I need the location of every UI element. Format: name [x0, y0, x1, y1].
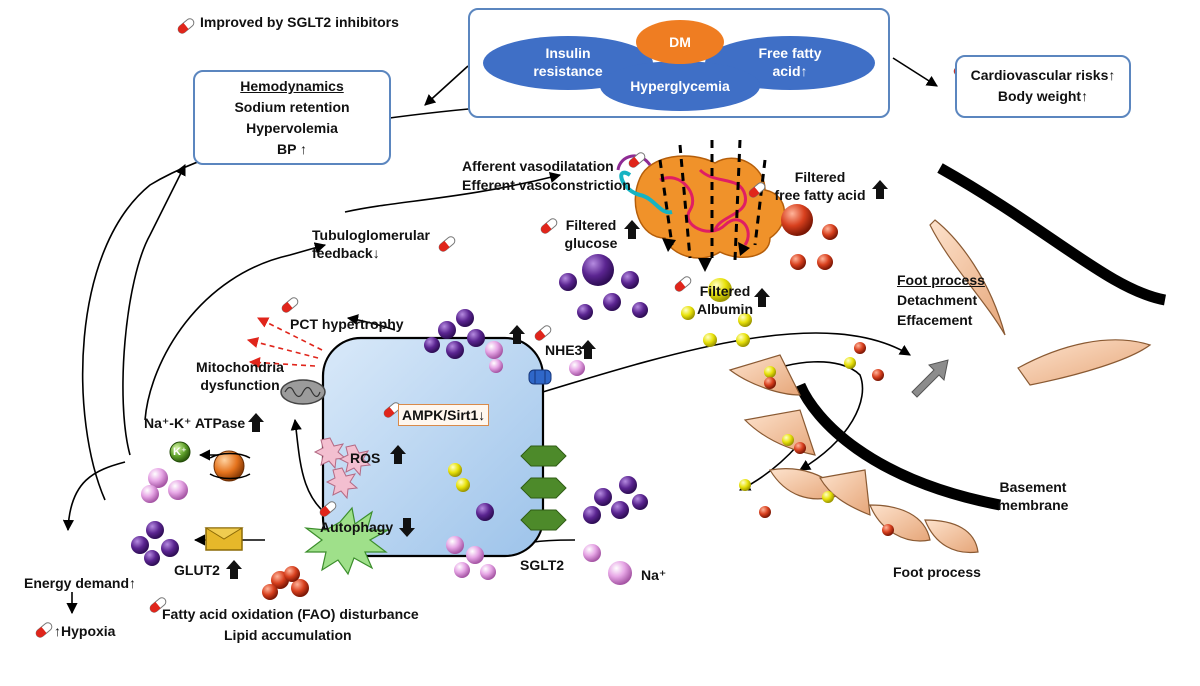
basement-membrane-label: Basement membrane — [997, 479, 1069, 513]
lipid-accumulation-label: Lipid accumulation — [224, 627, 352, 643]
grey-detachment-arrow — [911, 359, 949, 398]
pct-hypertrophy-label: PCT hypertrophy — [290, 316, 404, 332]
glut2-label: GLUT2 — [174, 562, 220, 578]
k-plus-label: K⁺ — [173, 446, 187, 458]
hyperglycemia-label: Hyperglycemia — [630, 78, 730, 94]
free-fatty-acid-label: Free fatty acid↑ — [758, 45, 822, 79]
nhe3-label: NHE3 — [545, 342, 583, 358]
hypervolemia-label: Hypervolemia — [246, 120, 338, 136]
body-weight-label: Body weight↑ — [997, 88, 1089, 104]
energy-demand-label: Energy demand↑ — [24, 575, 137, 591]
hemodynamics-box: Hemodynamics Sodium retention Hypervolem… — [193, 70, 391, 165]
foot-process-bottom-label: Foot process — [893, 564, 981, 580]
foot-process-top-label: Foot process Detachment Effacement — [897, 272, 985, 328]
autophagy-label: Autophagy — [320, 519, 394, 535]
filtered-albumin-label: Filtered Albumin — [697, 283, 753, 317]
metabolic-cluster-shapes — [483, 20, 875, 111]
mitochondria-label: Mitochondria dysfunction — [196, 359, 284, 393]
hemodynamics-title: Hemodynamics — [240, 78, 344, 94]
free-fatty-acid-molecules — [262, 204, 894, 600]
fao-label: Fatty acid oxidation (FAO) disturbance — [162, 606, 419, 622]
basement-membrane-top — [937, 163, 1167, 306]
sglt2-transporter — [520, 445, 567, 531]
ros-dashed-arrows — [246, 317, 323, 369]
filtered-ffa-label: Filtered free fatty acid — [774, 169, 866, 203]
albumin-molecules — [448, 278, 856, 503]
podocyte-foot-processes — [728, 219, 1152, 554]
dm-label: DM — [669, 34, 691, 50]
na-k-atpase-label: Na⁺-K⁺ ATPase — [144, 415, 246, 431]
nhe3-transporter — [528, 369, 552, 385]
cardiovascular-risks-label: Cardiovascular risks↑ — [970, 67, 1116, 83]
k-plus-ball — [169, 441, 191, 463]
hypoxia-label: ↑Hypoxia — [54, 623, 116, 639]
na-plus-label: Na⁺ — [641, 567, 667, 583]
filtered-glucose-label: Filtered glucose — [564, 217, 618, 251]
efferent-label: Efferent vasoconstriction — [462, 177, 631, 193]
ros-burst-icon — [313, 437, 372, 500]
glucose-molecules — [131, 254, 648, 566]
autophagy-icon — [303, 506, 391, 576]
glut2-transporter — [204, 527, 244, 551]
filtration-arrowheads — [662, 238, 750, 272]
tgf-label: Tubuloglomerular feedback↓ — [312, 227, 430, 261]
cardiovascular-box: Cardiovascular risks↑ Body weight↑ — [955, 55, 1131, 118]
glomerulus-icon — [616, 154, 786, 259]
ampk-sirt1-label: AMPK/Sirt1↓ — [398, 404, 490, 426]
sodium-molecules — [141, 341, 632, 585]
afferent-label: Afferent vasodilatation — [462, 158, 614, 174]
sodium-retention-label: Sodium retention — [234, 99, 350, 115]
insulin-resistance-label: Insulin resistance — [533, 45, 603, 79]
basement-membrane-bottom — [794, 382, 1002, 511]
ros-label: ROS — [350, 450, 381, 466]
na-k-atpase-icon — [209, 450, 251, 482]
sglt2-label: SGLT2 — [520, 557, 565, 573]
legend-label: Improved by SGLT2 inhibitors — [200, 14, 399, 30]
bp-label: BP ↑ — [276, 141, 308, 157]
filtration-dashes — [658, 139, 767, 261]
mitochondria-icon — [280, 379, 326, 405]
